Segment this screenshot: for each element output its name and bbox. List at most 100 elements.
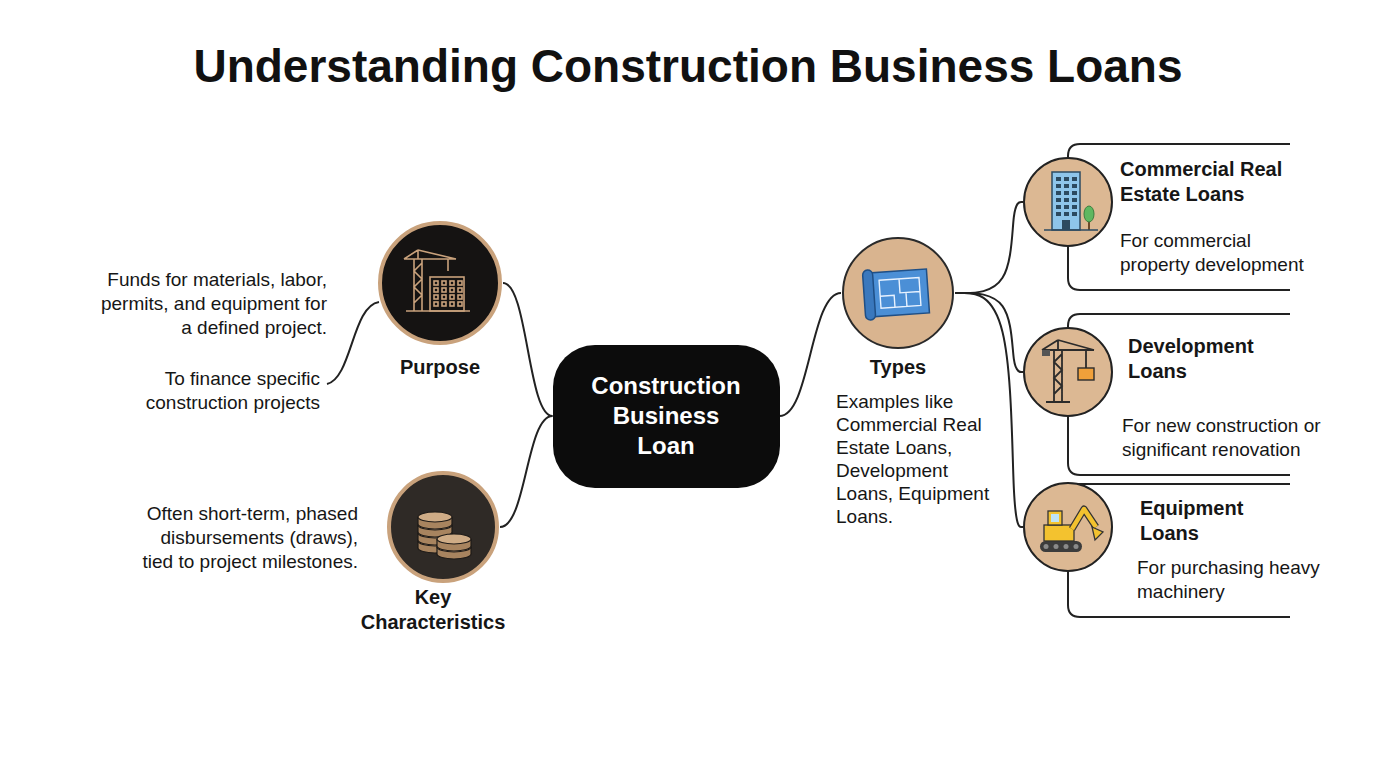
crane-icon-part [450,295,454,299]
building-icon-part [1056,205,1061,209]
types-node: TypesExamples like Commercial Real Estat… [841,236,955,350]
node-heading: Types [838,355,958,380]
connector [955,202,1023,293]
excavator-icon-part [1048,511,1062,525]
excavator-icon [1040,509,1103,552]
crane-icon-part [434,281,438,285]
excavator-icon-part [1092,527,1103,540]
excavator-icon-part [1040,541,1082,552]
node-heading: Commercial Real Estate Loans [1120,157,1305,207]
crane2-icon [1042,340,1094,402]
building-icon-part [1064,177,1069,181]
building-icon-part [1064,184,1069,188]
building-icon-part [1064,198,1069,202]
crane-icon-part [450,281,454,285]
circle-shape [377,220,503,346]
circle-shape [386,470,500,584]
blueprint-icon-part-part [869,269,930,317]
connector [503,283,553,416]
building-icon-part [1056,212,1061,216]
building-icon-part [1072,177,1077,181]
excavator-icon-part [1074,544,1079,549]
icon-circle [1024,483,1112,571]
crane-icon-part [434,295,438,299]
blueprint-icon-part-part [879,277,921,308]
building-icon [1044,172,1098,230]
coins-icon [418,512,471,559]
excavator-icon-part [1072,509,1096,529]
excavator-icon-part [1054,544,1059,549]
connector-layer-part [500,202,1023,527]
coins-icon-part [418,512,452,522]
crane-icon-part [430,277,464,311]
building-icon-part [1056,191,1061,195]
crane-icon-part [458,281,462,285]
building-icon-part [1056,198,1061,202]
icon-circle [1024,328,1112,416]
building-icon-part [1064,205,1069,209]
blueprint-icon [862,266,929,320]
excavator-icon-part [1072,509,1096,529]
crane-icon-part [450,302,454,306]
crane2-icon-part [1042,350,1050,356]
node-heading: Key Characteristics [343,585,523,635]
building-icon-part [1072,205,1077,209]
connector [955,293,1023,372]
crane-icon-part [414,259,422,311]
building-icon-part [1072,212,1077,216]
hub-box: Construction Business Loan [553,345,780,488]
crane-icon-part [434,288,438,292]
crane-icon-part [442,281,446,285]
crane-icon-part [442,288,446,292]
building-icon-part [1072,191,1077,195]
purpose-node: PurposeFunds for materials, labor, permi… [377,220,503,346]
crane-icon-part [458,302,462,306]
node-heading: Equipment Loans [1140,496,1290,546]
blueprint-icon-part [862,266,929,320]
crane-icon [404,250,470,311]
excavator-icon-part [1044,544,1049,549]
circle-shape [841,236,955,350]
building-icon-part [1072,198,1077,202]
circle-outline [389,473,497,581]
building-icon-part [1056,177,1061,181]
loan-type-box: Development LoansFor new construction or… [1023,313,1355,476]
coins-icon-part [437,534,471,544]
connector [780,293,842,416]
circle-outline [843,238,953,348]
node-description: Examples like Commercial Real Estate Loa… [836,390,992,528]
crane2-icon-part [1054,350,1062,402]
connector [500,416,553,527]
blueprint-icon-part-part [862,270,875,321]
crane-icon-part [442,302,446,306]
building-icon-part [1056,184,1061,188]
characteristics-node: Key CharacteristicsOften short-term, pha… [386,470,500,584]
icon-circle [1024,158,1112,246]
leader-line [327,302,379,384]
loan-type-box: Commercial Real Estate LoansFor commerci… [1023,143,1355,291]
crane-icon-part [450,288,454,292]
crane-icon-part [406,310,470,312]
excavator-icon-part [1064,544,1069,549]
loan-type-box: Equipment LoansFor purchasing heavy mach… [1023,483,1355,618]
building-icon-part [1064,191,1069,195]
building-icon-part [1052,172,1080,230]
building-icon-part [1072,184,1077,188]
node-heading: Development Loans [1128,334,1278,384]
node-description: For commercial property development [1120,229,1315,277]
node-description: Often short-term, phased disbursements (… [136,502,358,574]
crane-icon-part [442,295,446,299]
building-icon-part [1062,220,1070,230]
hub-label: Construction Business Loan [583,371,750,461]
circle-outline [380,223,500,343]
crane2-icon-part [1042,340,1094,402]
node-description: For new construction or significant reno… [1122,414,1332,462]
node-description: Funds for materials, labor, permits, and… [93,268,327,340]
excavator-icon-part [1051,514,1059,522]
crane-icon-part [404,250,456,271]
node-description: For purchasing heavy machinery [1137,556,1337,604]
node-description: To finance specific construction project… [130,367,320,415]
crane2-icon-part [1078,368,1094,380]
building-icon-part [1044,229,1098,231]
